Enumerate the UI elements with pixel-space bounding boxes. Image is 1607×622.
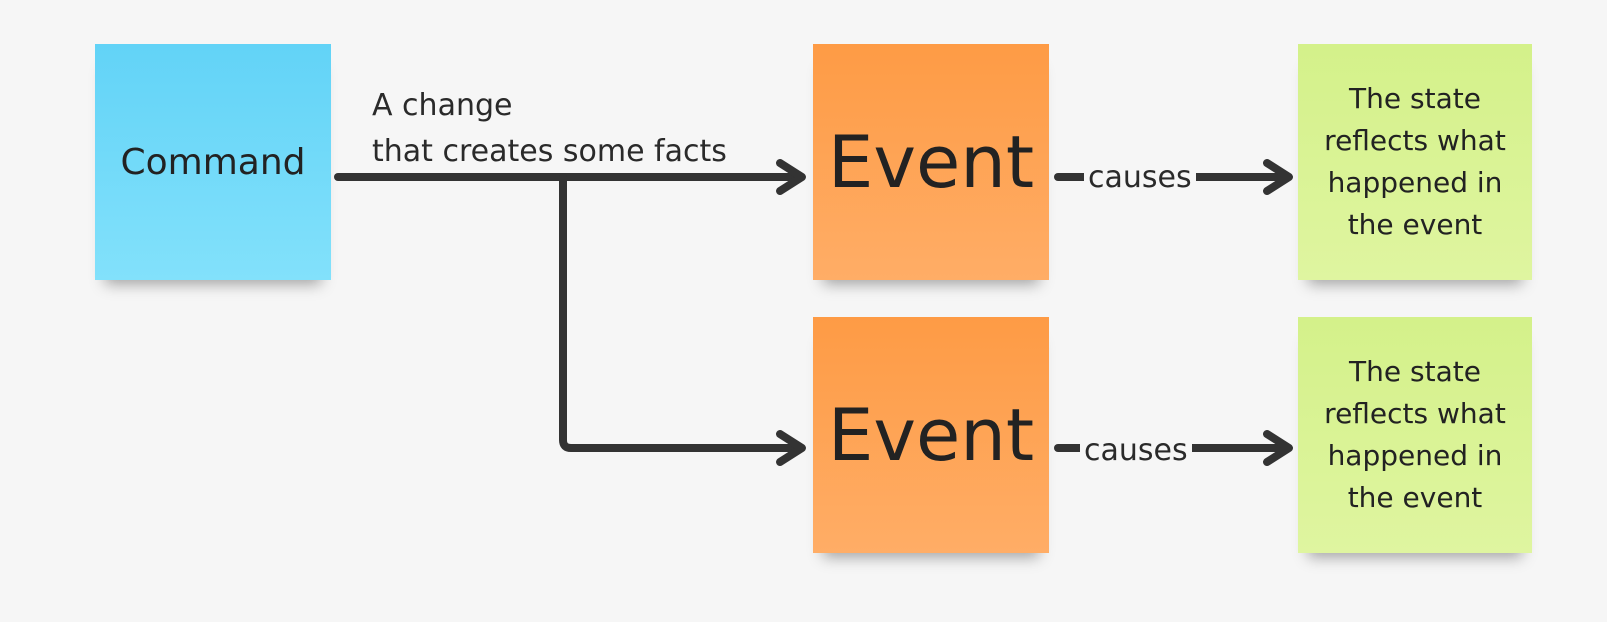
state-sticky-note-2[interactable]: The state reflects what happened in the … [1298, 317, 1532, 553]
arrowhead-state-2 [1263, 430, 1293, 466]
state-sticky-note-1[interactable]: The state reflects what happened in the … [1298, 44, 1532, 280]
event-label-1: Event [827, 120, 1035, 204]
command-label: Command [120, 141, 306, 183]
change-label-line-1: A change [372, 88, 513, 123]
state-label-1: The state reflects what happened in the … [1324, 82, 1506, 241]
arrowhead-event-1 [776, 159, 806, 195]
event-sticky-note-2[interactable]: Event [813, 317, 1049, 553]
state-label-2: The state reflects what happened in the … [1324, 355, 1506, 514]
causes-label-2: causes [1080, 431, 1192, 471]
arrowhead-state-1 [1263, 159, 1293, 195]
connector-branch-to-event-2[interactable] [559, 173, 800, 452]
change-label-line-2: that creates some facts [372, 134, 727, 169]
arrowhead-event-2 [776, 430, 806, 466]
event-label-2: Event [827, 393, 1035, 477]
command-sticky-note[interactable]: Command [95, 44, 331, 280]
event-sticky-note-1[interactable]: Event [813, 44, 1049, 280]
causes-label-1: causes [1084, 158, 1196, 198]
